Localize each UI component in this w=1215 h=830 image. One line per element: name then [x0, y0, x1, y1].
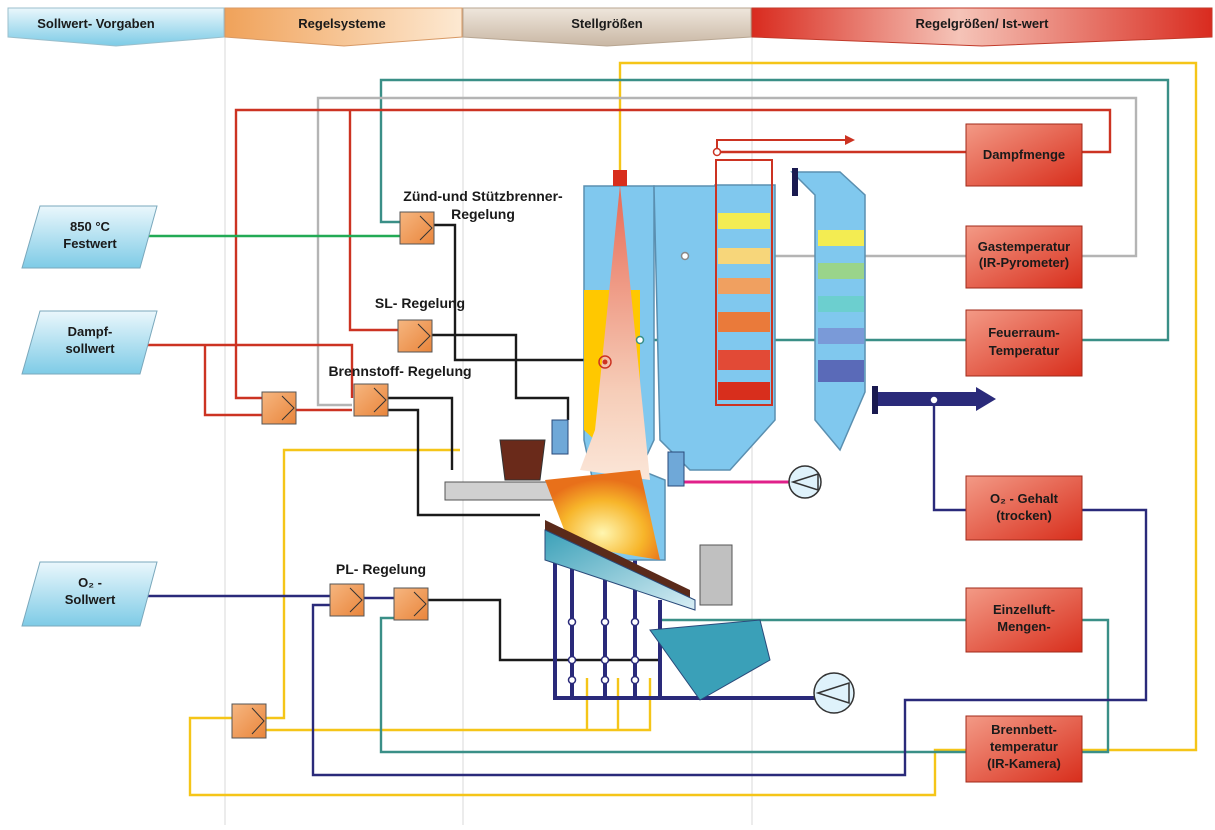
header-label-1: Sollwert- Vorgaben	[37, 16, 155, 31]
setpoint-o2-line2: Sollwert	[65, 592, 116, 607]
setpoint-festwert-line1: 850 °C	[70, 219, 111, 234]
setpoint-o2-line1: O₂ -	[78, 575, 102, 590]
measure-brennbett: Brennbett- temperatur (IR-Kamera)	[966, 716, 1082, 782]
boiler	[445, 135, 996, 713]
setpoint-o2: O₂ - Sollwert	[22, 562, 157, 626]
controller-sl	[398, 320, 432, 352]
label-sl: SL- Regelung	[375, 295, 465, 311]
measurement-boxes: Dampfmenge Gastemperatur (IR-Pyrometer) …	[966, 124, 1082, 782]
measure-o2-line1: O₂ - Gehalt	[990, 491, 1059, 506]
measure-einzelluft-line2: Mengen-	[997, 619, 1050, 634]
measure-dampfmenge-line1: Dampfmenge	[983, 147, 1065, 162]
header-label-2: Regelsysteme	[298, 16, 385, 31]
measure-dampfmenge: Dampfmenge	[966, 124, 1082, 186]
measure-brennbett-line2: temperatur	[990, 739, 1058, 754]
label-brennstoff: Brennstoff- Regelung	[328, 363, 471, 379]
measure-feuerraum: Feuerraum- Temperatur	[966, 310, 1082, 376]
controller-dampf-cascade	[262, 392, 296, 424]
controller-pl-1	[330, 584, 364, 616]
measure-feuerraum-line1: Feuerraum-	[988, 325, 1060, 340]
controller-pl-2	[394, 588, 428, 620]
setpoint-dampf-line2: sollwert	[65, 341, 115, 356]
setpoint-dampf: Dampf- sollwert	[22, 311, 157, 374]
fuel-hopper	[500, 440, 545, 480]
ignition-burner	[613, 170, 627, 186]
label-zuend-2: Regelung	[451, 206, 515, 222]
controller-brennbett	[232, 704, 266, 738]
measure-brennbett-line1: Brennbett-	[991, 722, 1057, 737]
measure-einzelluft: Einzelluft- Mengen-	[966, 588, 1082, 652]
measure-gastemp-line1: Gastemperatur	[978, 239, 1070, 254]
header-label-3: Stellgrößen	[571, 16, 643, 31]
setpoint-festwert: 850 °C Festwert	[22, 206, 157, 268]
setpoint-boxes: 850 °C Festwert Dampf- sollwert O₂ - Sol…	[22, 206, 157, 626]
label-pl: PL- Regelung	[336, 561, 426, 577]
setpoint-dampf-line1: Dampf-	[68, 324, 113, 339]
measure-brennbett-line3: (IR-Kamera)	[987, 756, 1061, 771]
measure-gastemperatur: Gastemperatur (IR-Pyrometer)	[966, 226, 1082, 288]
measure-o2-line2: (trocken)	[996, 508, 1052, 523]
controller-zuend	[400, 212, 434, 244]
label-zuend-1: Zünd-und Stützbrenner-	[403, 188, 563, 204]
flue-gas-duct	[876, 392, 976, 406]
controller-brennstoff	[354, 384, 388, 416]
measure-o2-gehalt: O₂ - Gehalt (trocken)	[966, 476, 1082, 540]
header-label-4: Regelgrößen/ Ist-wert	[916, 16, 1050, 31]
measure-gastemp-line2: (IR-Pyrometer)	[979, 255, 1069, 270]
column-headers: Sollwert- Vorgaben Regelsysteme Stellgrö…	[8, 8, 1212, 46]
measure-feuerraum-line2: Temperatur	[989, 343, 1060, 358]
line-yellow-grate	[266, 678, 650, 730]
setpoint-festwert-line2: Festwert	[63, 236, 117, 251]
dampf-arrow	[717, 140, 845, 152]
measure-einzelluft-line1: Einzelluft-	[993, 602, 1055, 617]
